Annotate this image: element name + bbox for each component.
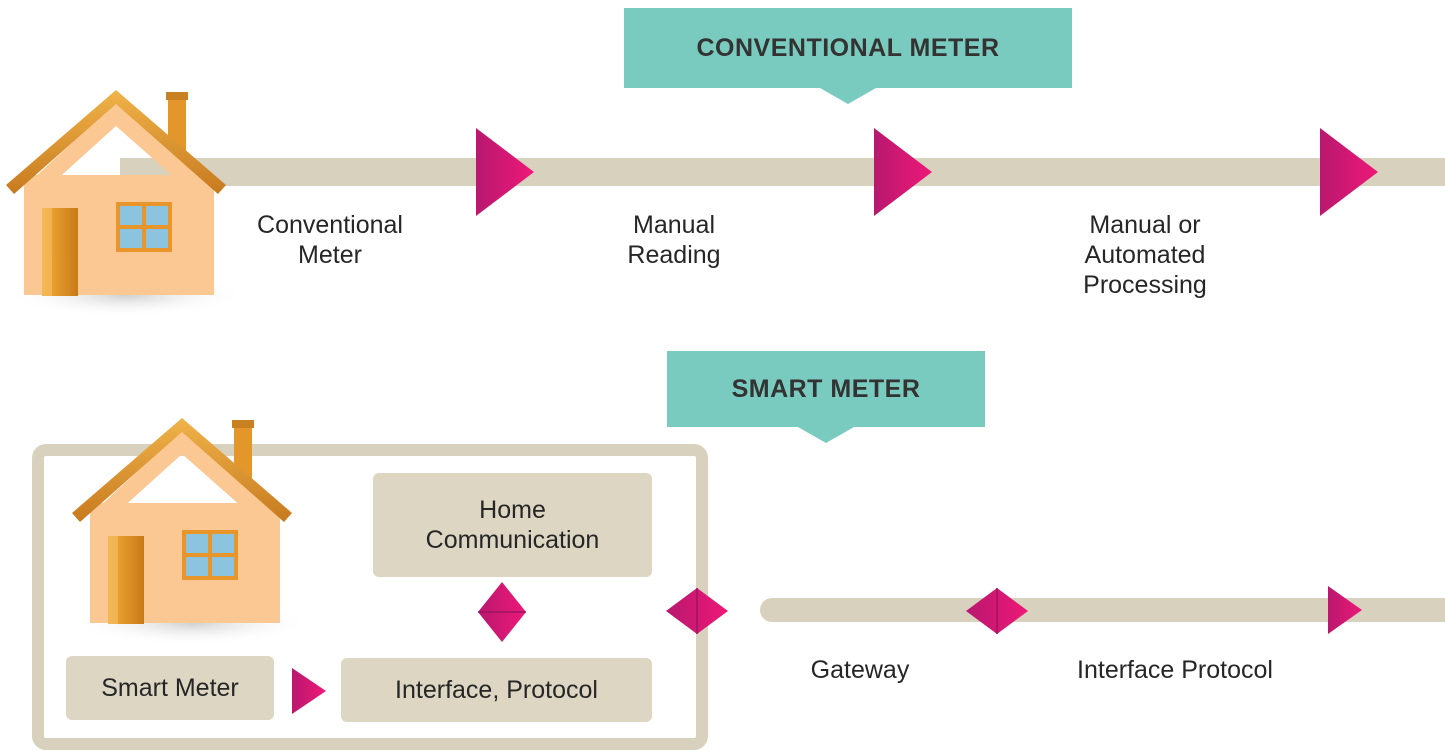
smart-meter-banner: SMART METER [667,351,985,443]
bidirectional-arrow-icon [478,582,526,642]
banner-pointer [820,88,876,104]
interface-protocol-label: Interface Protocol [1077,656,1273,684]
smart-meter-banner-text: SMART METER [731,374,921,403]
step-manual-reading: Manual Reading [627,211,721,269]
conventional-meter-banner: CONVENTIONAL METER [624,8,1072,104]
bidirectional-arrow-icon [966,588,1028,634]
flow-arrow-icon [476,128,534,216]
conventional-meter-banner-text: CONVENTIONAL METER [696,33,1000,62]
conventional-flow-bar [120,158,1445,186]
gateway-label: Gateway [810,656,910,684]
home-communication-box: Home Communication [373,473,652,577]
flow-arrow-icon [292,668,326,714]
flow-arrow-icon [1328,586,1362,634]
interface-protocol-box: Interface, Protocol [341,658,652,722]
house-icon [72,418,312,645]
flow-arrow-icon [874,128,932,216]
banner-pointer [798,427,854,443]
step-conventional-meter: Conventional Meter [257,211,403,269]
smart-meter-box: Smart Meter [66,656,274,720]
step-processing: Manual or Automated Processing [1083,211,1207,299]
flow-arrow-icon [1320,128,1378,216]
house-icon [6,90,246,317]
bidirectional-arrow-icon [666,588,728,634]
